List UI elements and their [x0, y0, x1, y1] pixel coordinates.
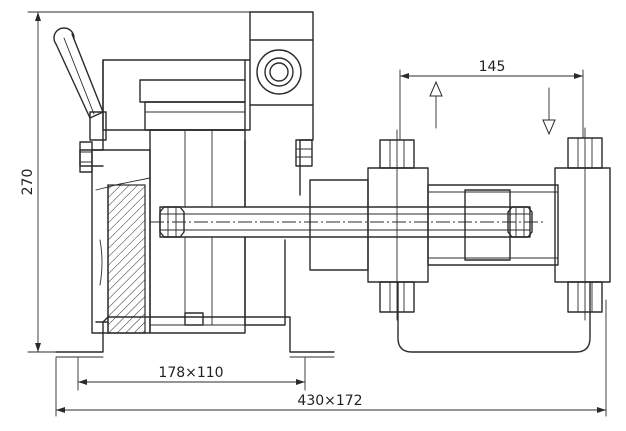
port-ring-inner — [264, 57, 294, 87]
base-overall-dimension: 430×172 — [55, 299, 607, 417]
top-block — [79, 11, 314, 196]
height-label: 270 — [20, 169, 36, 196]
top-width-dimension: 145 — [399, 59, 584, 141]
side-nuts — [79, 139, 313, 173]
base-overall-label: 430×172 — [297, 393, 362, 409]
base-inner-label: 178×110 — [158, 365, 223, 381]
top-width-label: 145 — [479, 59, 506, 75]
reservoir — [397, 281, 591, 353]
drive-shaft — [150, 206, 545, 238]
hatched-section — [107, 184, 146, 334]
height-dimension: 270 — [20, 11, 276, 353]
port-ring-outer — [256, 49, 302, 95]
base-plate — [55, 316, 335, 358]
flow-arrows — [429, 80, 556, 136]
lever-handle — [53, 27, 107, 141]
base-inner-dimension: 178×110 — [77, 357, 306, 391]
pump-body — [91, 129, 286, 334]
